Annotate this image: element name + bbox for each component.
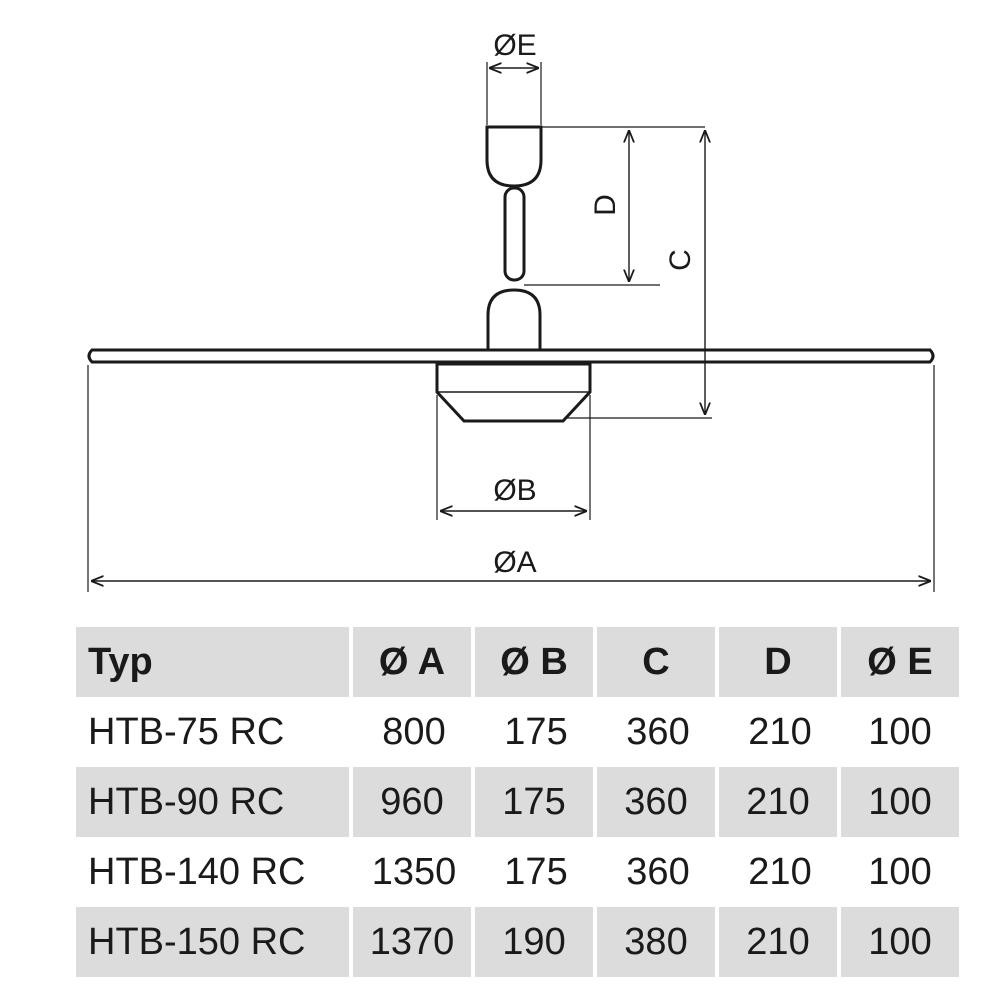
table-header-row: Typ Ø A Ø B C D Ø E (76, 627, 959, 697)
table-row: HTB-75 RC 800 175 360 210 100 (76, 697, 959, 767)
header-dia-a: Ø A (353, 627, 475, 697)
cell-dia-a: 800 (382, 710, 446, 753)
cell-c: 380 (597, 907, 719, 977)
dim-c-label: C (664, 249, 697, 271)
cell-dia-a: 1370 (353, 907, 475, 977)
dimensions-table: Typ Ø A Ø B C D Ø E HTB-75 RC 800 175 36… (76, 627, 959, 977)
dim-e-label: ØE (493, 29, 536, 62)
motor-housing (486, 288, 542, 352)
table-row: HTB-140 RC 1350 175 360 210 100 (76, 837, 959, 907)
cell-typ: HTB-75 RC (88, 710, 285, 753)
cell-typ: HTB-140 RC (88, 850, 306, 893)
cell-d: 210 (719, 907, 841, 977)
header-c: C (597, 627, 719, 697)
downrod (503, 186, 526, 282)
cell-d: 210 (748, 850, 812, 893)
dim-b-label: ØB (493, 474, 536, 507)
dim-d-label: D (589, 194, 622, 216)
cell-c: 360 (626, 710, 690, 753)
cell-dia-a: 960 (353, 767, 475, 837)
cell-dia-e: 100 (841, 767, 959, 837)
cell-dia-e: 100 (868, 710, 932, 753)
cell-dia-b: 175 (504, 850, 568, 893)
canopy (485, 125, 543, 188)
cell-typ: HTB-150 RC (76, 907, 353, 977)
cell-c: 360 (626, 850, 690, 893)
fan-dimension-drawing: ØE D C ØB ØA (87, 29, 935, 592)
table-row: HTB-150 RC 1370 190 380 210 100 (76, 907, 959, 977)
cell-dia-b: 175 (475, 767, 597, 837)
fan-blades (87, 348, 935, 364)
cell-dia-e: 100 (868, 850, 932, 893)
cell-typ: HTB-90 RC (76, 767, 353, 837)
cell-d: 210 (748, 710, 812, 753)
table-row: HTB-90 RC 960 175 360 210 100 (76, 767, 959, 837)
cell-dia-b: 175 (504, 710, 568, 753)
cell-dia-b: 190 (475, 907, 597, 977)
header-dia-e: Ø E (841, 627, 959, 697)
cell-d: 210 (719, 767, 841, 837)
cell-dia-a: 1350 (371, 850, 457, 893)
cell-dia-e: 100 (841, 907, 959, 977)
header-dia-b: Ø B (475, 627, 597, 697)
cell-c: 360 (597, 767, 719, 837)
dim-a-label: ØA (493, 546, 536, 579)
header-typ: Typ (76, 627, 353, 697)
header-d: D (719, 627, 841, 697)
